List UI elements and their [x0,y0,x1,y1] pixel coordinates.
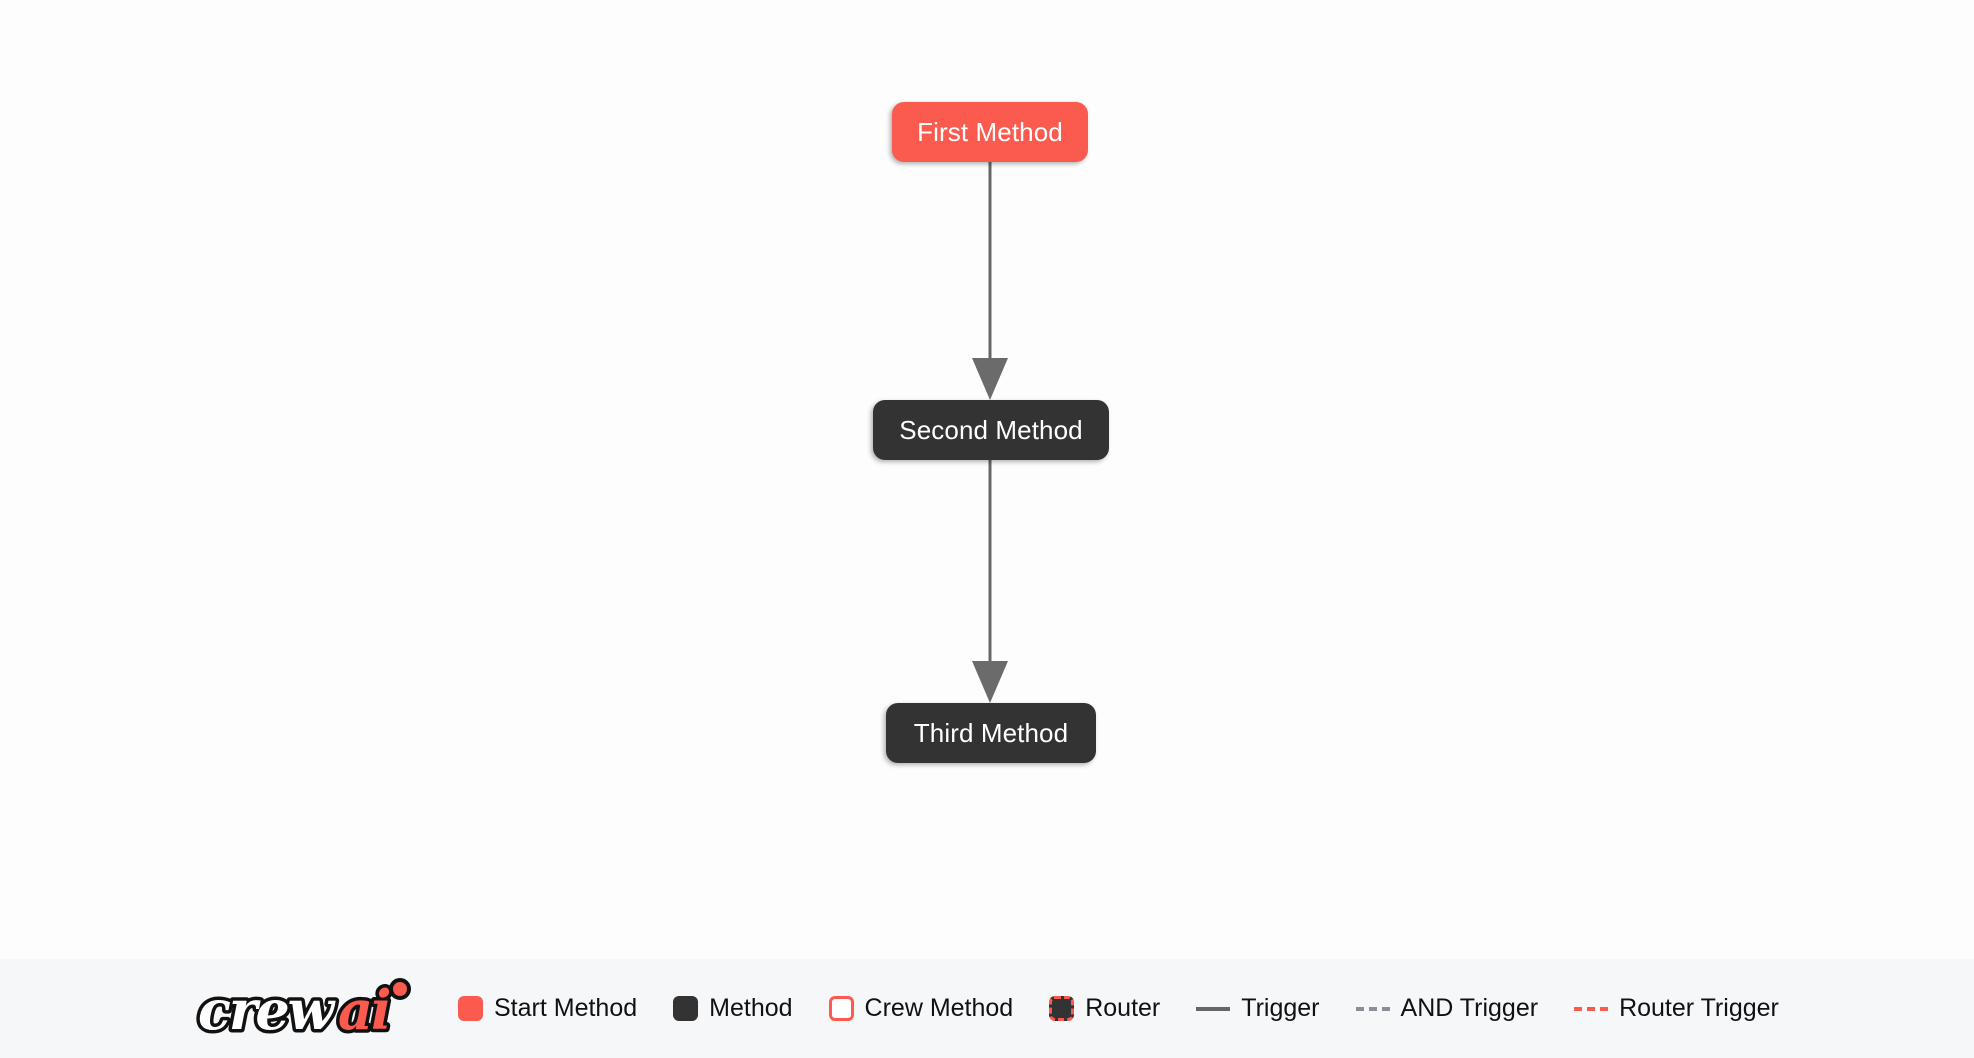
legend-item-trigger: Trigger [1196,994,1320,1022]
legend-label: AND Trigger [1400,994,1539,1022]
logo-word-crew: crew [198,978,337,1041]
legend-label: Router Trigger [1619,994,1779,1022]
legend-item-router-trigger: Router Trigger [1574,996,1779,1021]
legend-item-method: Method [673,994,793,1022]
crew-method-swatch-icon [828,996,854,1021]
edge-first-to-second [972,162,1008,400]
router-swatch-icon [1049,996,1075,1021]
and-trigger-line-icon [1355,1006,1390,1011]
legend-bar: crew ai Start Method Method Crew Method … [0,959,1974,1058]
legend-item-start-method: Start Method [458,996,637,1021]
crewai-logo: crew ai [196,977,420,1041]
flow-node-label: Second Method [899,415,1083,445]
flow-node-label: First Method [917,117,1063,147]
flow-node-second-method[interactable]: Second Method [873,400,1109,460]
legend-label: Start Method [494,994,638,1022]
method-swatch-icon [673,996,699,1021]
edge-second-to-third [972,460,1008,703]
legend-item-and-trigger: AND Trigger [1355,994,1539,1022]
logo-word-ai: ai [338,978,390,1041]
flow-node-first-method[interactable]: First Method [892,102,1088,162]
legend-item-crew-method: Crew Method [828,994,1014,1022]
trigger-line-icon [1196,1006,1231,1011]
router-trigger-line-icon [1574,1006,1609,1011]
legend-label: Method [709,994,793,1022]
flow-node-label: Third Method [913,718,1069,748]
legend-label: Router [1085,994,1161,1022]
legend-label: Trigger [1241,994,1320,1022]
start-method-swatch-icon [458,996,483,1021]
legend-label: Crew Method [864,994,1014,1022]
flow-canvas[interactable]: First Method Second Method Third Method [0,0,1974,959]
flow-node-third-method[interactable]: Third Method [886,703,1096,763]
legend-item-router: Router [1049,996,1160,1021]
